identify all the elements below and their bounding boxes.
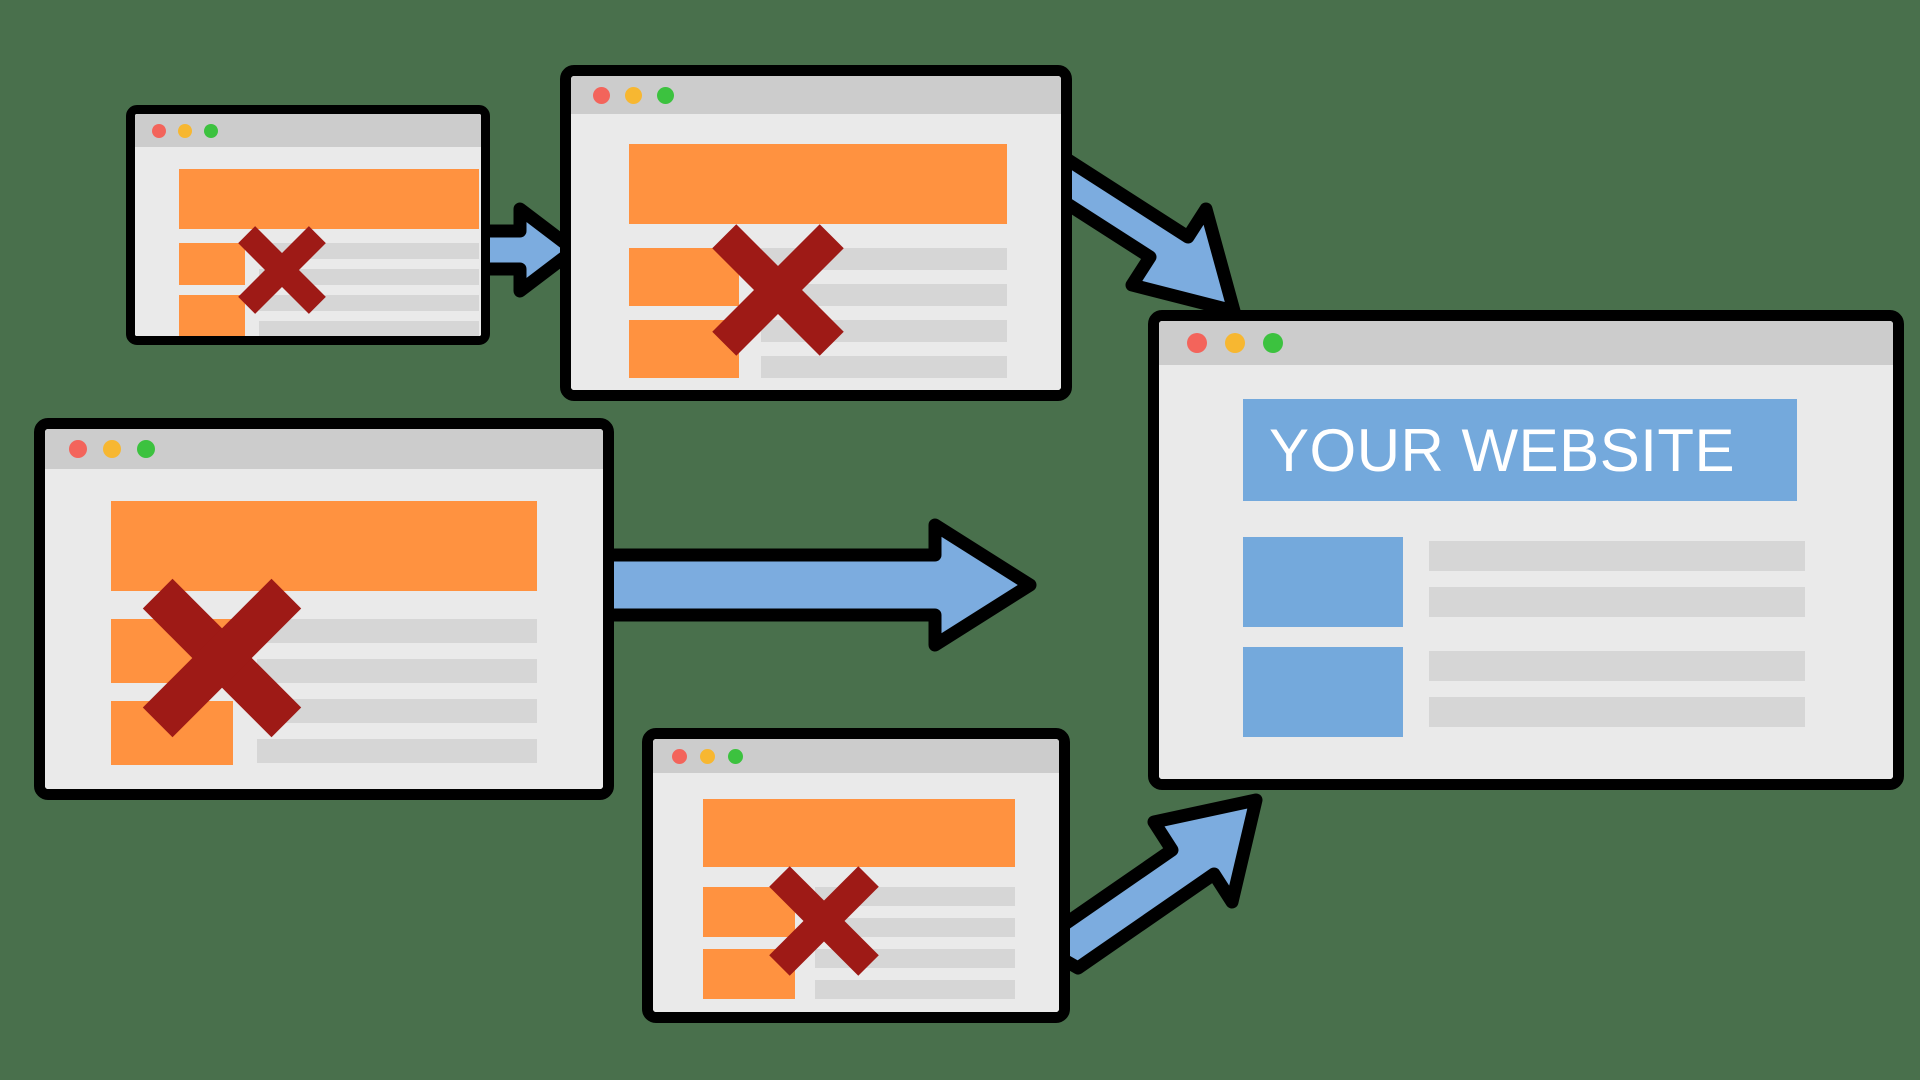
hero-banner: YOUR WEBSITE [1243, 399, 1797, 501]
text-row [1429, 587, 1805, 617]
window-broken-site-1[interactable] [126, 105, 490, 345]
text-row [761, 320, 1007, 342]
text-row [761, 248, 1007, 270]
content-broken-site-4 [653, 773, 1059, 1012]
traffic-light-yellow[interactable] [625, 86, 642, 104]
titlebar-broken-site-2 [571, 76, 1061, 114]
titlebar-broken-site-4 [653, 739, 1059, 773]
titlebar-broken-site-3 [45, 429, 603, 469]
traffic-light-yellow[interactable] [178, 123, 192, 138]
sidebar-tile [629, 248, 739, 306]
sidebar-tile [703, 887, 795, 937]
text-row [815, 949, 1015, 968]
titlebar-broken-site-1 [135, 114, 481, 147]
sidebar-tile [111, 619, 233, 683]
arrow-bottom-diagonal [1020, 770, 1263, 975]
text-row [259, 269, 479, 285]
text-row [1429, 541, 1805, 571]
text-row [259, 295, 479, 311]
text-row [1429, 697, 1805, 727]
text-row [257, 739, 537, 763]
media-tile [1243, 647, 1403, 737]
sidebar-tile [179, 295, 245, 336]
banner-block [111, 501, 537, 591]
traffic-light-green[interactable] [728, 748, 743, 764]
banner-block [629, 144, 1007, 224]
sidebar-tile [179, 243, 245, 285]
banner-block [179, 169, 479, 229]
window-broken-site-4[interactable] [642, 728, 1070, 1023]
window-broken-site-2[interactable] [560, 65, 1072, 401]
text-row [259, 243, 479, 259]
arrow-center-straight [593, 518, 1120, 652]
sidebar-tile [703, 949, 795, 999]
text-row [259, 321, 479, 336]
window-broken-site-3[interactable] [34, 418, 614, 800]
sidebar-tile [629, 320, 739, 378]
text-row [761, 284, 1007, 306]
text-row [815, 980, 1015, 999]
hero-title-text: YOUR WEBSITE [1269, 416, 1736, 484]
content-broken-site-1 [135, 147, 481, 336]
traffic-light-red[interactable] [1187, 333, 1207, 353]
content-broken-site-3 [45, 469, 603, 789]
media-tile [1243, 537, 1403, 627]
text-row [257, 699, 537, 723]
traffic-light-yellow[interactable] [103, 440, 121, 458]
sidebar-tile [111, 701, 233, 765]
traffic-light-red[interactable] [672, 748, 687, 764]
content-your-website: YOUR WEBSITE [1159, 365, 1893, 779]
window-your-website[interactable]: YOUR WEBSITE [1148, 310, 1904, 790]
traffic-light-green[interactable] [204, 123, 218, 138]
text-row [761, 356, 1007, 378]
text-row [257, 659, 537, 683]
traffic-light-red[interactable] [69, 440, 87, 458]
text-row [815, 887, 1015, 906]
traffic-light-yellow[interactable] [1225, 333, 1245, 353]
content-broken-site-2 [571, 114, 1061, 390]
titlebar-your-website [1159, 321, 1893, 365]
text-row [257, 619, 537, 643]
traffic-light-red[interactable] [593, 86, 610, 104]
banner-block [703, 799, 1015, 867]
traffic-light-green[interactable] [137, 440, 155, 458]
text-row [1429, 651, 1805, 681]
text-row [815, 918, 1015, 937]
traffic-light-green[interactable] [657, 86, 674, 104]
traffic-light-green[interactable] [1263, 333, 1283, 353]
traffic-light-yellow[interactable] [700, 748, 715, 764]
traffic-light-red[interactable] [152, 123, 166, 138]
